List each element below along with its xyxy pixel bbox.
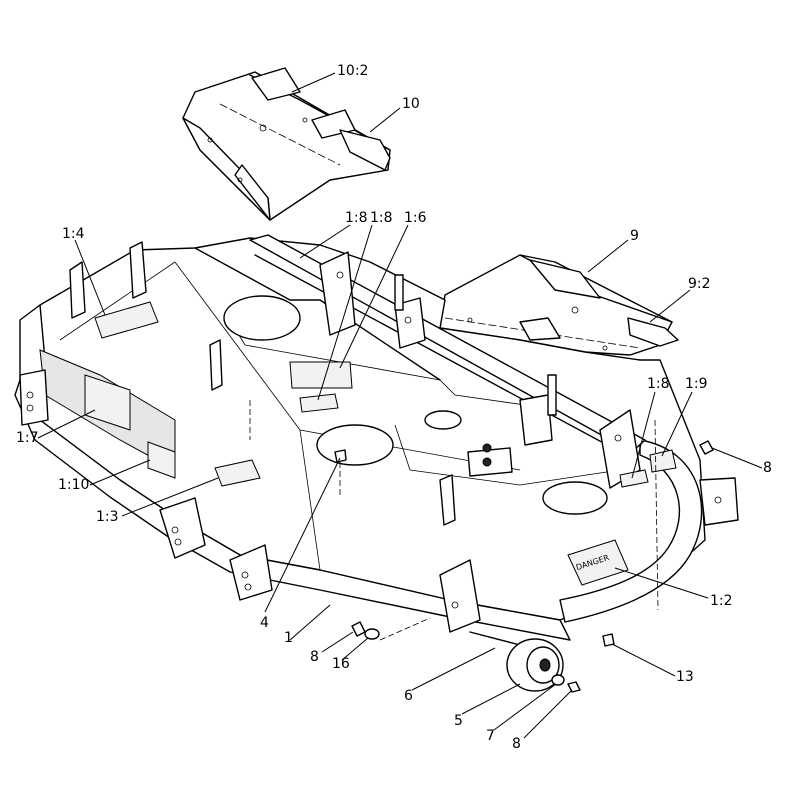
deflector-shield-10 — [182, 67, 391, 221]
callout-1-7: 1:7 — [16, 430, 39, 446]
callout-1-8-b: 1:8 — [370, 210, 393, 226]
callout-8-b: 8 — [310, 649, 319, 665]
callout-1-3: 1:3 — [96, 509, 119, 525]
callout-7: 7 — [486, 728, 495, 744]
decal-1-4 — [94, 301, 159, 339]
nut-8-left — [351, 621, 366, 637]
decal-1-9 — [649, 449, 677, 473]
decal-1-3 — [214, 459, 261, 487]
decals: DANGER — [84, 301, 677, 586]
nut-8-wheel — [567, 681, 581, 693]
bolt-4 — [334, 449, 347, 463]
callout-10: 10 — [402, 96, 420, 112]
deck-frame-rail — [249, 234, 646, 489]
decal-1-6 — [289, 361, 353, 389]
callout-16: 16 — [332, 656, 350, 672]
caster-wheel-assembly — [249, 400, 714, 693]
callout-4: 4 — [260, 615, 269, 631]
callout-labels: 10:2 10 1:8 1:8 1:6 1:4 9 9:2 1:8 1:9 8 … — [16, 63, 772, 752]
deflector-shield-9 — [439, 254, 679, 356]
callout-1-6: 1:6 — [404, 210, 427, 226]
callout-8-c: 8 — [512, 736, 521, 752]
callout-13: 13 — [676, 669, 694, 685]
callout-9: 9 — [630, 228, 639, 244]
callout-1: 1 — [284, 630, 293, 646]
bolt-13 — [602, 633, 615, 647]
washer-16 — [364, 628, 380, 640]
callout-1-4: 1:4 — [62, 226, 85, 242]
spacer-7 — [551, 674, 565, 686]
callout-6: 6 — [404, 688, 413, 704]
callout-1-8-a: 1:8 — [345, 210, 368, 226]
callout-10-2: 10:2 — [337, 63, 368, 79]
decal-1-8-center — [299, 393, 339, 413]
callout-1-9: 1:9 — [685, 376, 708, 392]
deck-brackets — [19, 241, 739, 633]
callout-5: 5 — [454, 713, 463, 729]
callout-9-2: 9:2 — [688, 276, 711, 292]
decal-1-10 — [147, 441, 176, 479]
decal-1-8-right — [619, 469, 649, 488]
callout-1-8-c: 1:8 — [647, 376, 670, 392]
callout-1-10: 1:10 — [58, 477, 89, 493]
callout-1-2: 1:2 — [710, 593, 733, 609]
decal-1-2-danger: DANGER — [567, 539, 629, 586]
decal-1-7 — [84, 374, 131, 431]
caster-axle-6 — [469, 631, 521, 646]
leader-lines — [37, 72, 763, 739]
callout-8-a: 8 — [763, 460, 772, 476]
nut-8-right — [699, 440, 714, 455]
